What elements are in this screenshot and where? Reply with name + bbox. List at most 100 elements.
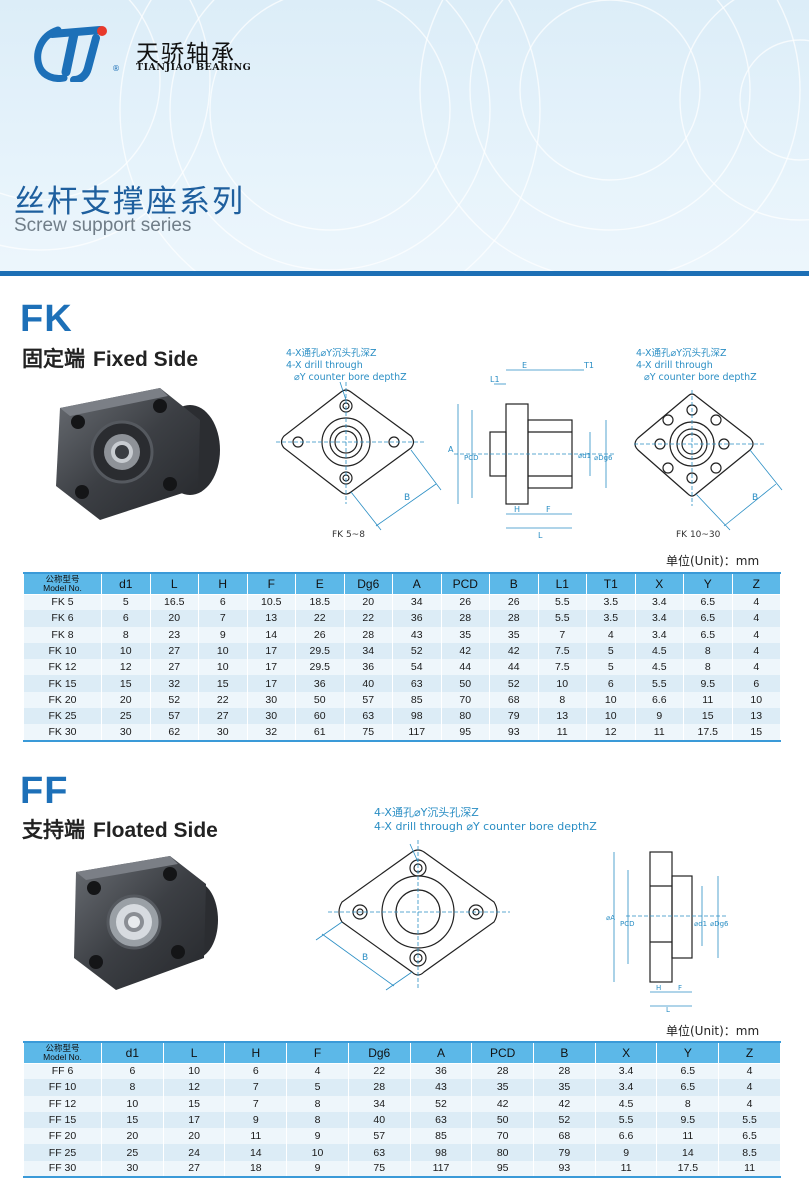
table-cell: 42 [440, 642, 490, 660]
table-cell: 20 [149, 610, 199, 627]
fk-label-f: F [546, 505, 551, 514]
table-cell: 10 [101, 1095, 164, 1112]
table-cell: 98 [392, 708, 442, 725]
table-cell: 6 [198, 594, 248, 611]
table-cell: 6.5 [683, 626, 733, 643]
table-cell: 117 [409, 1160, 473, 1178]
table-cell: 3.4 [594, 1063, 658, 1080]
table-cell: 20 [101, 691, 151, 709]
table-cell: 10 [198, 659, 248, 676]
table-cell: 52 [149, 691, 199, 709]
table-cell: 8 [683, 659, 733, 676]
table-cell: 10.5 [246, 594, 296, 611]
table-cell: 26 [440, 594, 490, 611]
table-cell: 54 [392, 659, 442, 676]
fk-note-left-line-1: 4-X通孔⌀Y沉头孔深Z [286, 348, 377, 359]
table-cell: 6 [731, 675, 781, 692]
fk-note-right-line-3: ⌀Y counter bore depthZ [644, 372, 757, 383]
fk-header-dg6: Dg6 [343, 572, 393, 595]
table-cell: 79 [489, 708, 539, 725]
table-cell: 3.4 [634, 610, 684, 627]
table-cell: 10 [101, 642, 151, 660]
fk-header-x: X [634, 572, 684, 595]
table-cell: 28 [471, 1063, 535, 1080]
fk-label-h: H [514, 505, 520, 514]
table-cell: 15 [101, 675, 151, 692]
table-cell: 44 [489, 659, 539, 676]
fk-header-t1: T1 [586, 572, 636, 595]
table-cell: 29.5 [295, 642, 345, 660]
table-cell: 15 [198, 675, 248, 692]
table-cell: 35 [489, 626, 539, 643]
table-cell: 95 [471, 1160, 535, 1178]
fk-label-pcd: PCD [464, 454, 479, 462]
ff-header-pcd: PCD [471, 1041, 535, 1064]
fk-name-en: Fixed Side [93, 348, 199, 371]
table-cell: 16.5 [149, 594, 199, 611]
header-banner: ® 天骄轴承 TIANJIAO BEARING 丝杆支撑座系列 Screw su… [0, 0, 809, 276]
fk-label-a: A [448, 445, 454, 454]
ff-header-h: H [224, 1041, 288, 1064]
table-cell: 11 [656, 1128, 720, 1145]
table-cell: 28 [440, 610, 490, 627]
table-cell: 8 [101, 1079, 164, 1096]
fk-header-f: F [246, 572, 296, 595]
table-cell: 27 [149, 659, 199, 676]
table-cell: 28 [347, 1079, 411, 1096]
table-cell: 40 [347, 1111, 411, 1129]
table-cell: 6.6 [634, 691, 684, 709]
fk-product-photo [56, 388, 220, 520]
fk-unit-label: 单位(Unit)：mm [666, 554, 760, 568]
table-cell: FK 6 [23, 610, 102, 627]
table-cell: FF 15 [23, 1111, 102, 1129]
table-cell: 25 [101, 708, 151, 725]
table-cell: 27 [198, 708, 248, 725]
table-cell: 9 [594, 1144, 658, 1161]
table-cell: 75 [347, 1160, 411, 1178]
table-cell: 30 [246, 708, 296, 725]
table-cell: 9 [286, 1128, 349, 1145]
table-cell: 18.5 [295, 594, 345, 611]
fk-header-model-en: Model No. [43, 582, 82, 593]
table-cell: 5 [286, 1079, 349, 1096]
table-cell: 52 [489, 675, 539, 692]
fk-header-a: A [392, 572, 442, 595]
table-cell: FF 12 [23, 1095, 102, 1112]
table-cell: 34 [347, 1095, 411, 1112]
table-cell: 14 [656, 1144, 720, 1161]
fk-header-l: L [149, 572, 199, 595]
table-cell: 4.5 [634, 642, 684, 660]
table-cell: FK 25 [23, 708, 102, 725]
table-cell: 8 [286, 1111, 349, 1129]
table-cell: 35 [440, 626, 490, 643]
table-cell: 12 [162, 1079, 226, 1096]
table-cell: 15 [162, 1095, 226, 1112]
ff-header-d1: d1 [101, 1041, 164, 1064]
table-cell: 7.5 [537, 642, 587, 660]
ff-name-en: Floated Side [93, 819, 218, 842]
table-cell: 68 [533, 1128, 596, 1145]
ff-label-a: ⌀A [606, 914, 615, 922]
table-cell: 28 [343, 626, 393, 643]
table-cell: 26 [489, 594, 539, 611]
table-cell: 98 [409, 1144, 473, 1161]
ff-note: 4-X通孔⌀Y沉头孔深Z 4-X drill through ⌀Y counte… [374, 806, 597, 834]
fk-header-l1: L1 [537, 572, 587, 595]
table-cell: 9.5 [656, 1111, 720, 1129]
table-cell: 85 [392, 691, 442, 709]
header-divider [0, 271, 809, 276]
table-cell: 10 [162, 1063, 226, 1080]
